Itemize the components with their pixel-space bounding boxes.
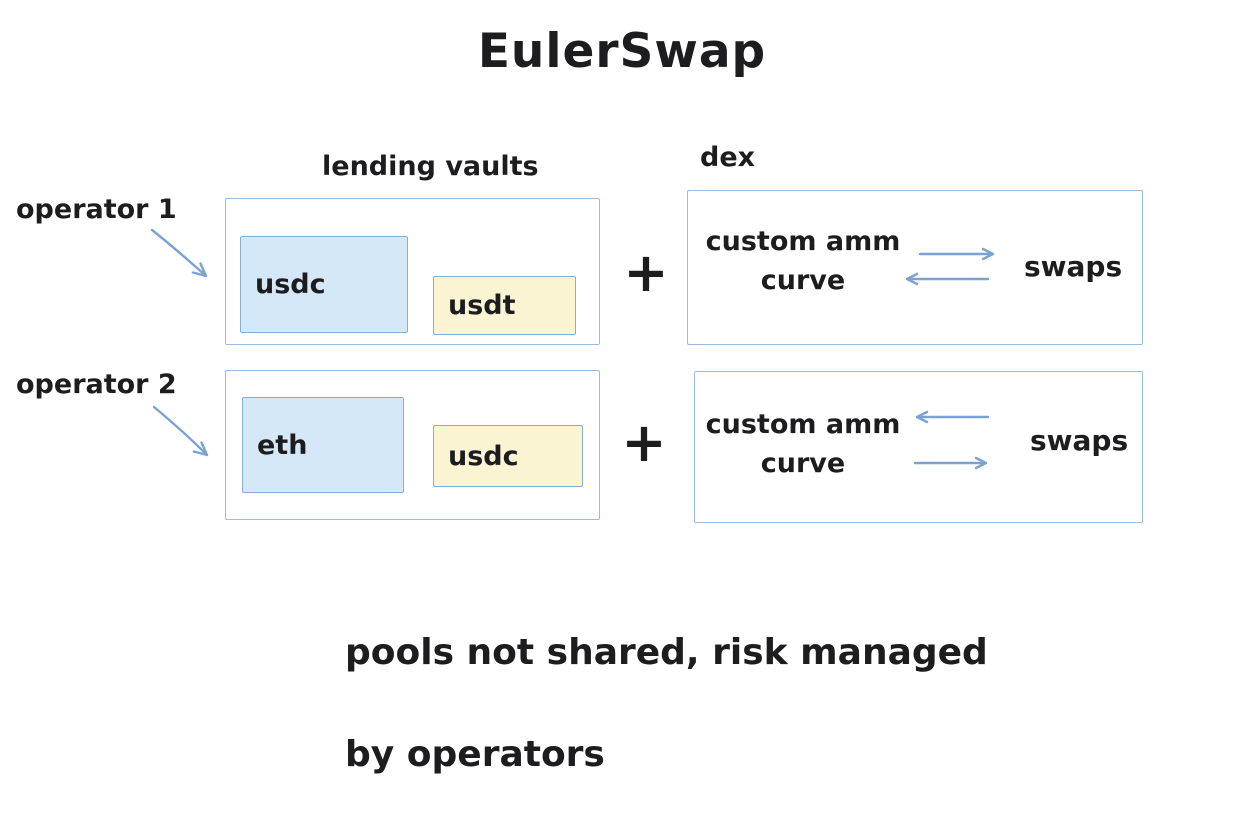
vault-label: usdc <box>255 269 326 300</box>
vault-rect-usdc-1: usdc <box>240 236 408 333</box>
dex-box-1 <box>687 190 1143 345</box>
footnote-line-1: pools not shared, risk managed <box>345 632 988 673</box>
plus-sign-1: + <box>623 241 669 304</box>
vault-rect-usdt-1: usdt <box>433 276 576 335</box>
lending-vaults-label: lending vaults <box>322 151 539 182</box>
swaps-label-2: swaps <box>1030 424 1129 457</box>
amm-line-2: curve <box>760 265 846 296</box>
amm-line-1: custom amm <box>705 226 901 257</box>
swap-arrows-icon-1 <box>905 247 995 286</box>
operator-1-label: operator 1 <box>16 194 177 225</box>
amm-line-1: custom amm <box>705 409 901 440</box>
custom-amm-curve-label-1: custom amm curve <box>698 222 908 300</box>
plus-sign-2: + <box>621 411 667 474</box>
footnote: pools not shared, risk managed by operat… <box>345 576 988 831</box>
vault-rect-usdc-2: usdc <box>433 425 583 487</box>
custom-amm-curve-label-2: custom amm curve <box>698 405 908 483</box>
dex-label: dex <box>700 142 756 173</box>
footnote-line-2: by operators <box>345 734 605 775</box>
dex-box-2 <box>694 371 1143 523</box>
vault-rect-eth-2: eth <box>242 397 404 493</box>
operator-1-arrow-icon <box>150 228 208 278</box>
vault-label: usdc <box>448 440 519 472</box>
diagram-title: EulerSwap <box>477 24 767 79</box>
vault-label: usdt <box>448 290 516 321</box>
operator-2-label: operator 2 <box>16 369 177 400</box>
vault-label: eth <box>257 429 308 461</box>
amm-line-2: curve <box>760 448 846 479</box>
swaps-label-1: swaps <box>1024 250 1123 283</box>
operator-2-arrow-icon <box>152 405 209 457</box>
swap-arrows-icon-2 <box>913 410 990 470</box>
